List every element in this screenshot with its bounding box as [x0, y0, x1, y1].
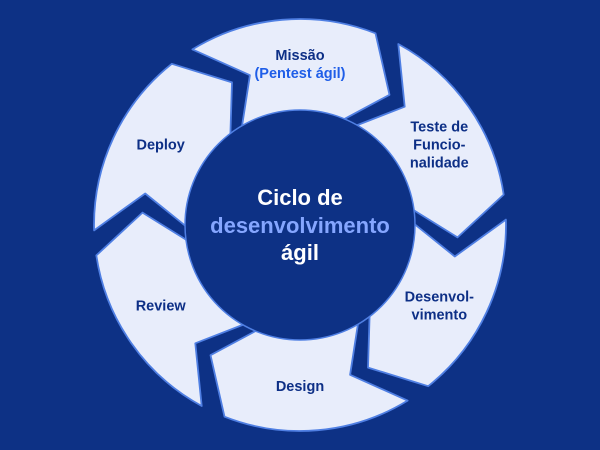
center-title-line-2: desenvolvimento: [210, 213, 390, 238]
center-title-line-3: ágil: [281, 240, 319, 265]
center-title-line-1: Ciclo de: [257, 185, 343, 210]
segment-label-deploy: Deploy: [137, 138, 185, 154]
segment-label-line: vimento: [412, 307, 468, 323]
segment-sublabel: (Pentest ágil): [254, 66, 345, 82]
segment-label-review: Review: [136, 298, 187, 314]
segment-label-line: nalidade: [410, 156, 469, 172]
segment-label-line: Desenvol-: [405, 289, 474, 305]
segment-label-line: Funcio-: [413, 138, 466, 154]
segment-label-desenvolvimento: Desenvol-vimento: [405, 289, 474, 323]
segment-label-line: Teste de: [410, 120, 468, 136]
segment-label-teste: Teste de Funcio-nalidade: [410, 120, 469, 172]
segment-label-line: Design: [276, 379, 324, 395]
segment-label-missao: Missão (Pentest ágil): [254, 48, 345, 82]
cycle-segments: [93, 18, 507, 432]
segment-label-line: Review: [136, 298, 187, 314]
segment-label-line: Deploy: [137, 138, 185, 154]
center-circle: [184, 109, 416, 341]
segment-label-design: Design: [276, 379, 324, 395]
segment-label-line: Missão: [275, 48, 324, 64]
cycle-segment-labels: Missão (Pentest ágil) Teste de Funcio-nalid…: [136, 48, 474, 395]
